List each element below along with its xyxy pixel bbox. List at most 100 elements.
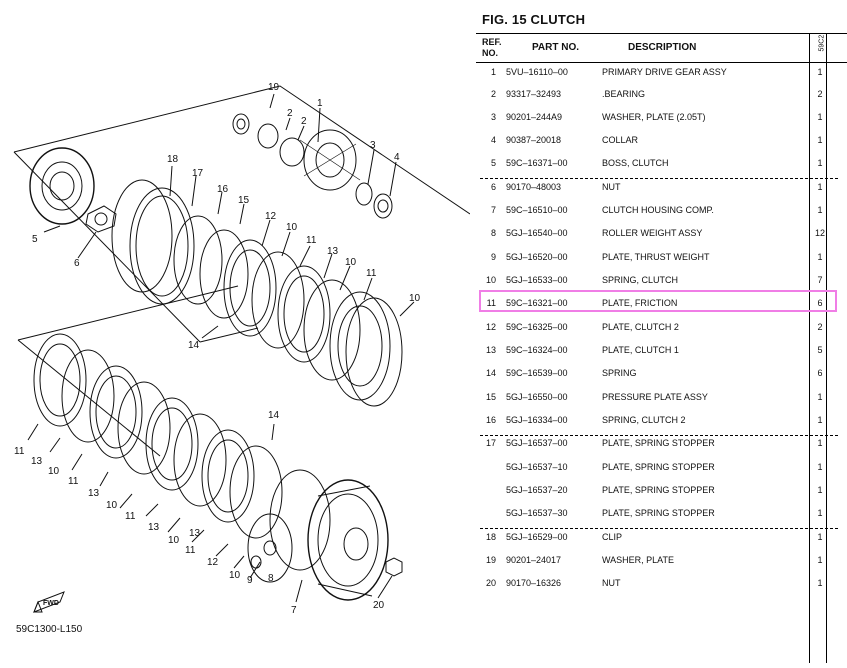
svg-text:10: 10 [345,257,357,268]
quantity: 1 [817,438,823,448]
part-number: 5GJ–16537–20 [506,485,568,495]
description: ROLLER WEIGHT ASSY [602,228,703,238]
exploded-parts-diagram: 19 2 1 2 18 17 3 4 5 6 16 15 12 10 11 13… [13,82,471,635]
ref-number: 5 [490,158,496,168]
quantity: 1 [817,158,823,168]
svg-text:13: 13 [189,528,201,539]
drawing-code: 59C1300-L150 [16,624,83,635]
ref-number: 3 [490,112,496,122]
part-number: 90170–16326 [506,578,562,588]
ref-number: 11 [486,298,496,308]
description: CLIP [602,532,623,542]
quantity: 6 [817,298,823,308]
svg-text:18: 18 [167,154,179,165]
svg-text:13: 13 [31,456,43,467]
part-number: 5GJ–16334–00 [506,415,568,425]
part-number: 90201–24017 [506,555,562,565]
column-divider [826,33,827,663]
ref-number: 15 [485,392,496,402]
quantity: 1 [817,182,823,192]
ref-number: 12 [485,322,496,332]
svg-text:8: 8 [268,573,274,584]
ref-number: 10 [485,275,496,285]
quantity: 1 [817,462,823,472]
part-number: 5GJ–16537–00 [506,438,568,448]
description: PLATE, SPRING STOPPER [602,508,715,518]
fwd-label: FWD [43,600,59,607]
description: SPRING [602,368,637,378]
quantity: 1 [817,205,823,215]
ref-number: 14 [485,368,496,378]
svg-text:6: 6 [74,258,80,269]
description: PLATE, CLUTCH 2 [602,322,679,332]
ref-number: 2 [490,89,496,99]
group-divider [480,435,838,436]
part-number: 90387–20018 [506,135,562,145]
ref-number: 8 [490,228,496,238]
clutch-exploded-view: 19 2 1 2 18 17 3 4 5 6 16 15 12 10 11 13… [13,82,471,616]
header-description: DESCRIPTION [628,42,697,53]
svg-text:15: 15 [238,195,250,206]
svg-text:13: 13 [148,522,160,533]
svg-text:11: 11 [14,446,25,457]
description: CLUTCH HOUSING COMP. [602,205,714,215]
quantity: 2 [817,322,823,332]
svg-text:11: 11 [366,268,377,279]
column-divider [809,33,810,663]
description: PLATE, CLUTCH 1 [602,345,679,355]
part-number: 93317–32493 [506,89,562,99]
part-number: 5GJ–16533–00 [506,275,568,285]
part-number: 5GJ–16550–00 [506,392,568,402]
svg-text:17: 17 [192,168,204,179]
svg-text:14: 14 [188,340,200,351]
header-ref-line2: NO. [482,48,499,58]
description: BOSS, CLUTCH [602,158,669,168]
part-number: 5GJ–16520–00 [506,252,568,262]
quantity: 1 [817,392,823,402]
svg-text:16: 16 [217,184,229,195]
part-number: 59C–16539–00 [506,368,568,378]
header-model-code: 59C2 [818,34,826,52]
header-ref: REF. NO. [482,37,502,59]
quantity: 1 [817,112,823,122]
quantity: 5 [817,345,823,355]
svg-text:11: 11 [185,545,196,556]
quantity: 1 [817,485,823,495]
svg-text:10: 10 [286,222,298,233]
fwd-arrow-icon: FWD [32,590,66,621]
svg-text:19: 19 [268,82,280,93]
table-header: REF. NO. PART NO. DESCRIPTION 59C2 [476,33,847,63]
svg-text:13: 13 [88,488,100,499]
svg-text:10: 10 [229,570,241,581]
description: NUT [602,182,621,192]
svg-text:11: 11 [306,235,317,246]
svg-text:10: 10 [168,535,180,546]
description: PLATE, SPRING STOPPER [602,438,715,448]
quantity: 1 [817,415,823,425]
part-number: 5GJ–16537–10 [506,462,568,472]
svg-text:4: 4 [394,152,400,163]
svg-text:14: 14 [268,410,280,421]
svg-text:2: 2 [301,116,307,127]
part-number: 59C–16324–00 [506,345,568,355]
quantity: 1 [817,135,823,145]
ref-number: 17 [485,438,496,448]
part-number: 5GJ–16537–30 [506,508,568,518]
svg-text:1: 1 [317,98,323,109]
group-divider [480,178,838,179]
part-number: 90201–244A9 [506,112,563,122]
description: .BEARING [602,89,646,99]
part-number: 59C–16371–00 [506,158,568,168]
ref-number: 6 [490,182,496,192]
svg-text:10: 10 [48,466,60,477]
